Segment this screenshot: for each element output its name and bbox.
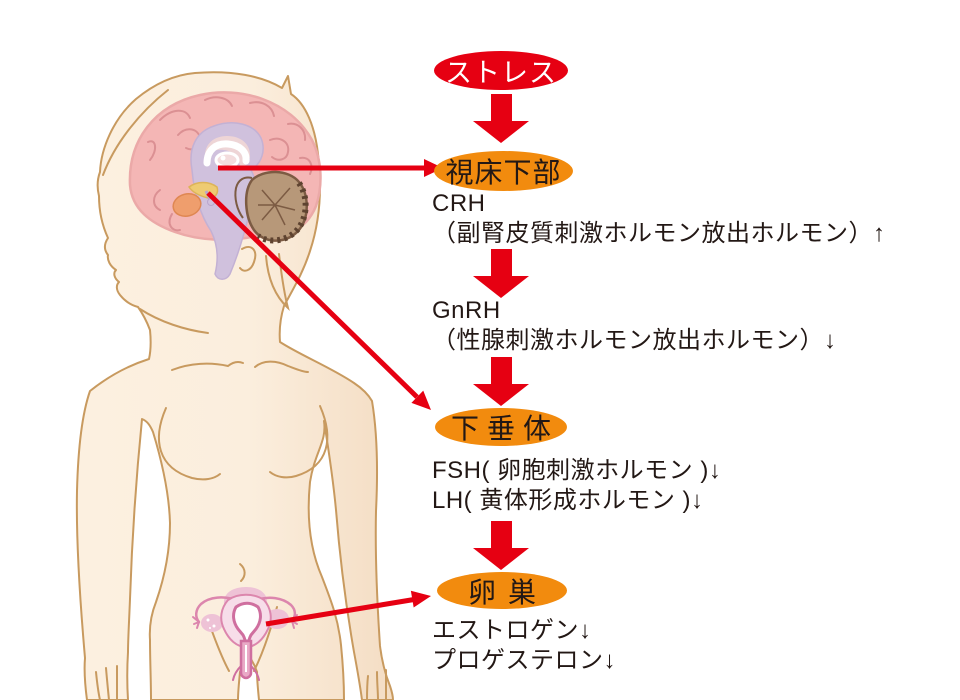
arrow-head xyxy=(473,384,529,406)
hormone-crh-desc: （副腎皮質刺激ホルモン放出ホルモン）↑ xyxy=(432,220,886,247)
right-hand-fingers xyxy=(366,669,387,700)
breast-right-curve xyxy=(269,405,329,479)
left-hand-fingers xyxy=(95,665,118,700)
node-stress-label: ストレス xyxy=(445,58,557,88)
arbor-vitae xyxy=(258,187,296,226)
navel xyxy=(239,563,246,582)
hormone-crh: CRH （副腎皮質刺激ホルモン放出ホルモン）↑ xyxy=(432,189,886,249)
hormone-estrogen-line: エストロゲン↓ xyxy=(432,617,592,644)
node-pituitary: 下垂体 xyxy=(435,408,567,446)
connector-arrow-hypothalamus xyxy=(218,159,443,177)
uterine-cavity xyxy=(232,601,262,643)
arrow-head xyxy=(473,548,529,570)
brain-sagittal-section xyxy=(128,91,322,280)
node-pituitary-label: 下垂体 xyxy=(450,413,559,444)
cerebellum-stripes xyxy=(256,181,309,244)
down-arrow-gnrh-to-pituitary xyxy=(473,357,529,406)
hormone-ovarian: エストロゲン↓ プロゲステロン↓ xyxy=(432,616,616,676)
node-stress: ストレス xyxy=(434,51,568,90)
node-hypothalamus-label: 視床下部 xyxy=(445,157,562,188)
thalamus-dot xyxy=(220,155,226,161)
down-arrow-stress-to-hypothalamus xyxy=(473,94,529,143)
uterus-and-ovaries xyxy=(192,587,298,681)
hormone-fsh-lh: FSH( 卵胞刺激ホルモン )↓ LH( 黄体形成ホルモン )↓ xyxy=(432,456,721,516)
thalamus xyxy=(214,151,240,169)
down-arrow-crh-to-gnrh xyxy=(473,249,529,298)
ovary-dot xyxy=(209,627,211,629)
hormone-crh-name: CRH xyxy=(432,190,486,217)
ovary-left xyxy=(201,614,223,632)
fallopian-tube-right xyxy=(252,596,297,623)
node-ovary: 卵巣 xyxy=(437,572,567,609)
arrow-shaft xyxy=(490,249,512,276)
fallopian-tube-left xyxy=(195,596,240,624)
collarbone-right xyxy=(254,360,309,373)
hormone-progesterone-line: プロゲステロン↓ xyxy=(432,647,616,674)
ovary-dot xyxy=(206,618,210,622)
body-outline xyxy=(75,71,394,700)
arrow-shaft xyxy=(490,94,512,121)
corpus-callosum xyxy=(203,140,250,167)
collarbone-left xyxy=(171,361,244,371)
down-arrow-pituitary-to-ovary xyxy=(473,521,529,570)
connector-arrow-ovary xyxy=(265,590,431,627)
hormone-gnrh-name: GnRH xyxy=(432,297,501,324)
hormone-gnrh-desc: （性腺刺激ホルモン放出ホルモン）↓ xyxy=(432,327,837,354)
jaw-line xyxy=(139,308,209,334)
arrow-shaft xyxy=(490,521,512,548)
vaginal-flare xyxy=(232,665,260,681)
arrow-shaft xyxy=(490,357,512,384)
hairline xyxy=(102,89,169,176)
pons-curve xyxy=(234,176,253,219)
connector-arrow-pituitary xyxy=(206,191,431,410)
breast-left-curve xyxy=(158,407,221,481)
hormone-lh-line: LH( 黄体形成ホルモン )↓ xyxy=(432,487,704,514)
arrow-head xyxy=(473,121,529,143)
ovary-dot xyxy=(212,624,216,628)
ear-icon xyxy=(239,245,257,272)
node-ovary-label: 卵巣 xyxy=(467,576,548,608)
fimbriae-left xyxy=(192,616,200,629)
hormone-gnrh: GnRH （性腺刺激ホルモン放出ホルモン）↓ xyxy=(432,296,837,356)
hormone-fsh-line: FSH( 卵胞刺激ホルモン )↓ xyxy=(432,457,722,484)
arrow-head xyxy=(473,276,529,298)
node-hypothalamus: 視床下部 xyxy=(434,151,573,191)
nape-hair-tuft xyxy=(265,253,290,312)
temporal-highlight xyxy=(172,193,202,217)
